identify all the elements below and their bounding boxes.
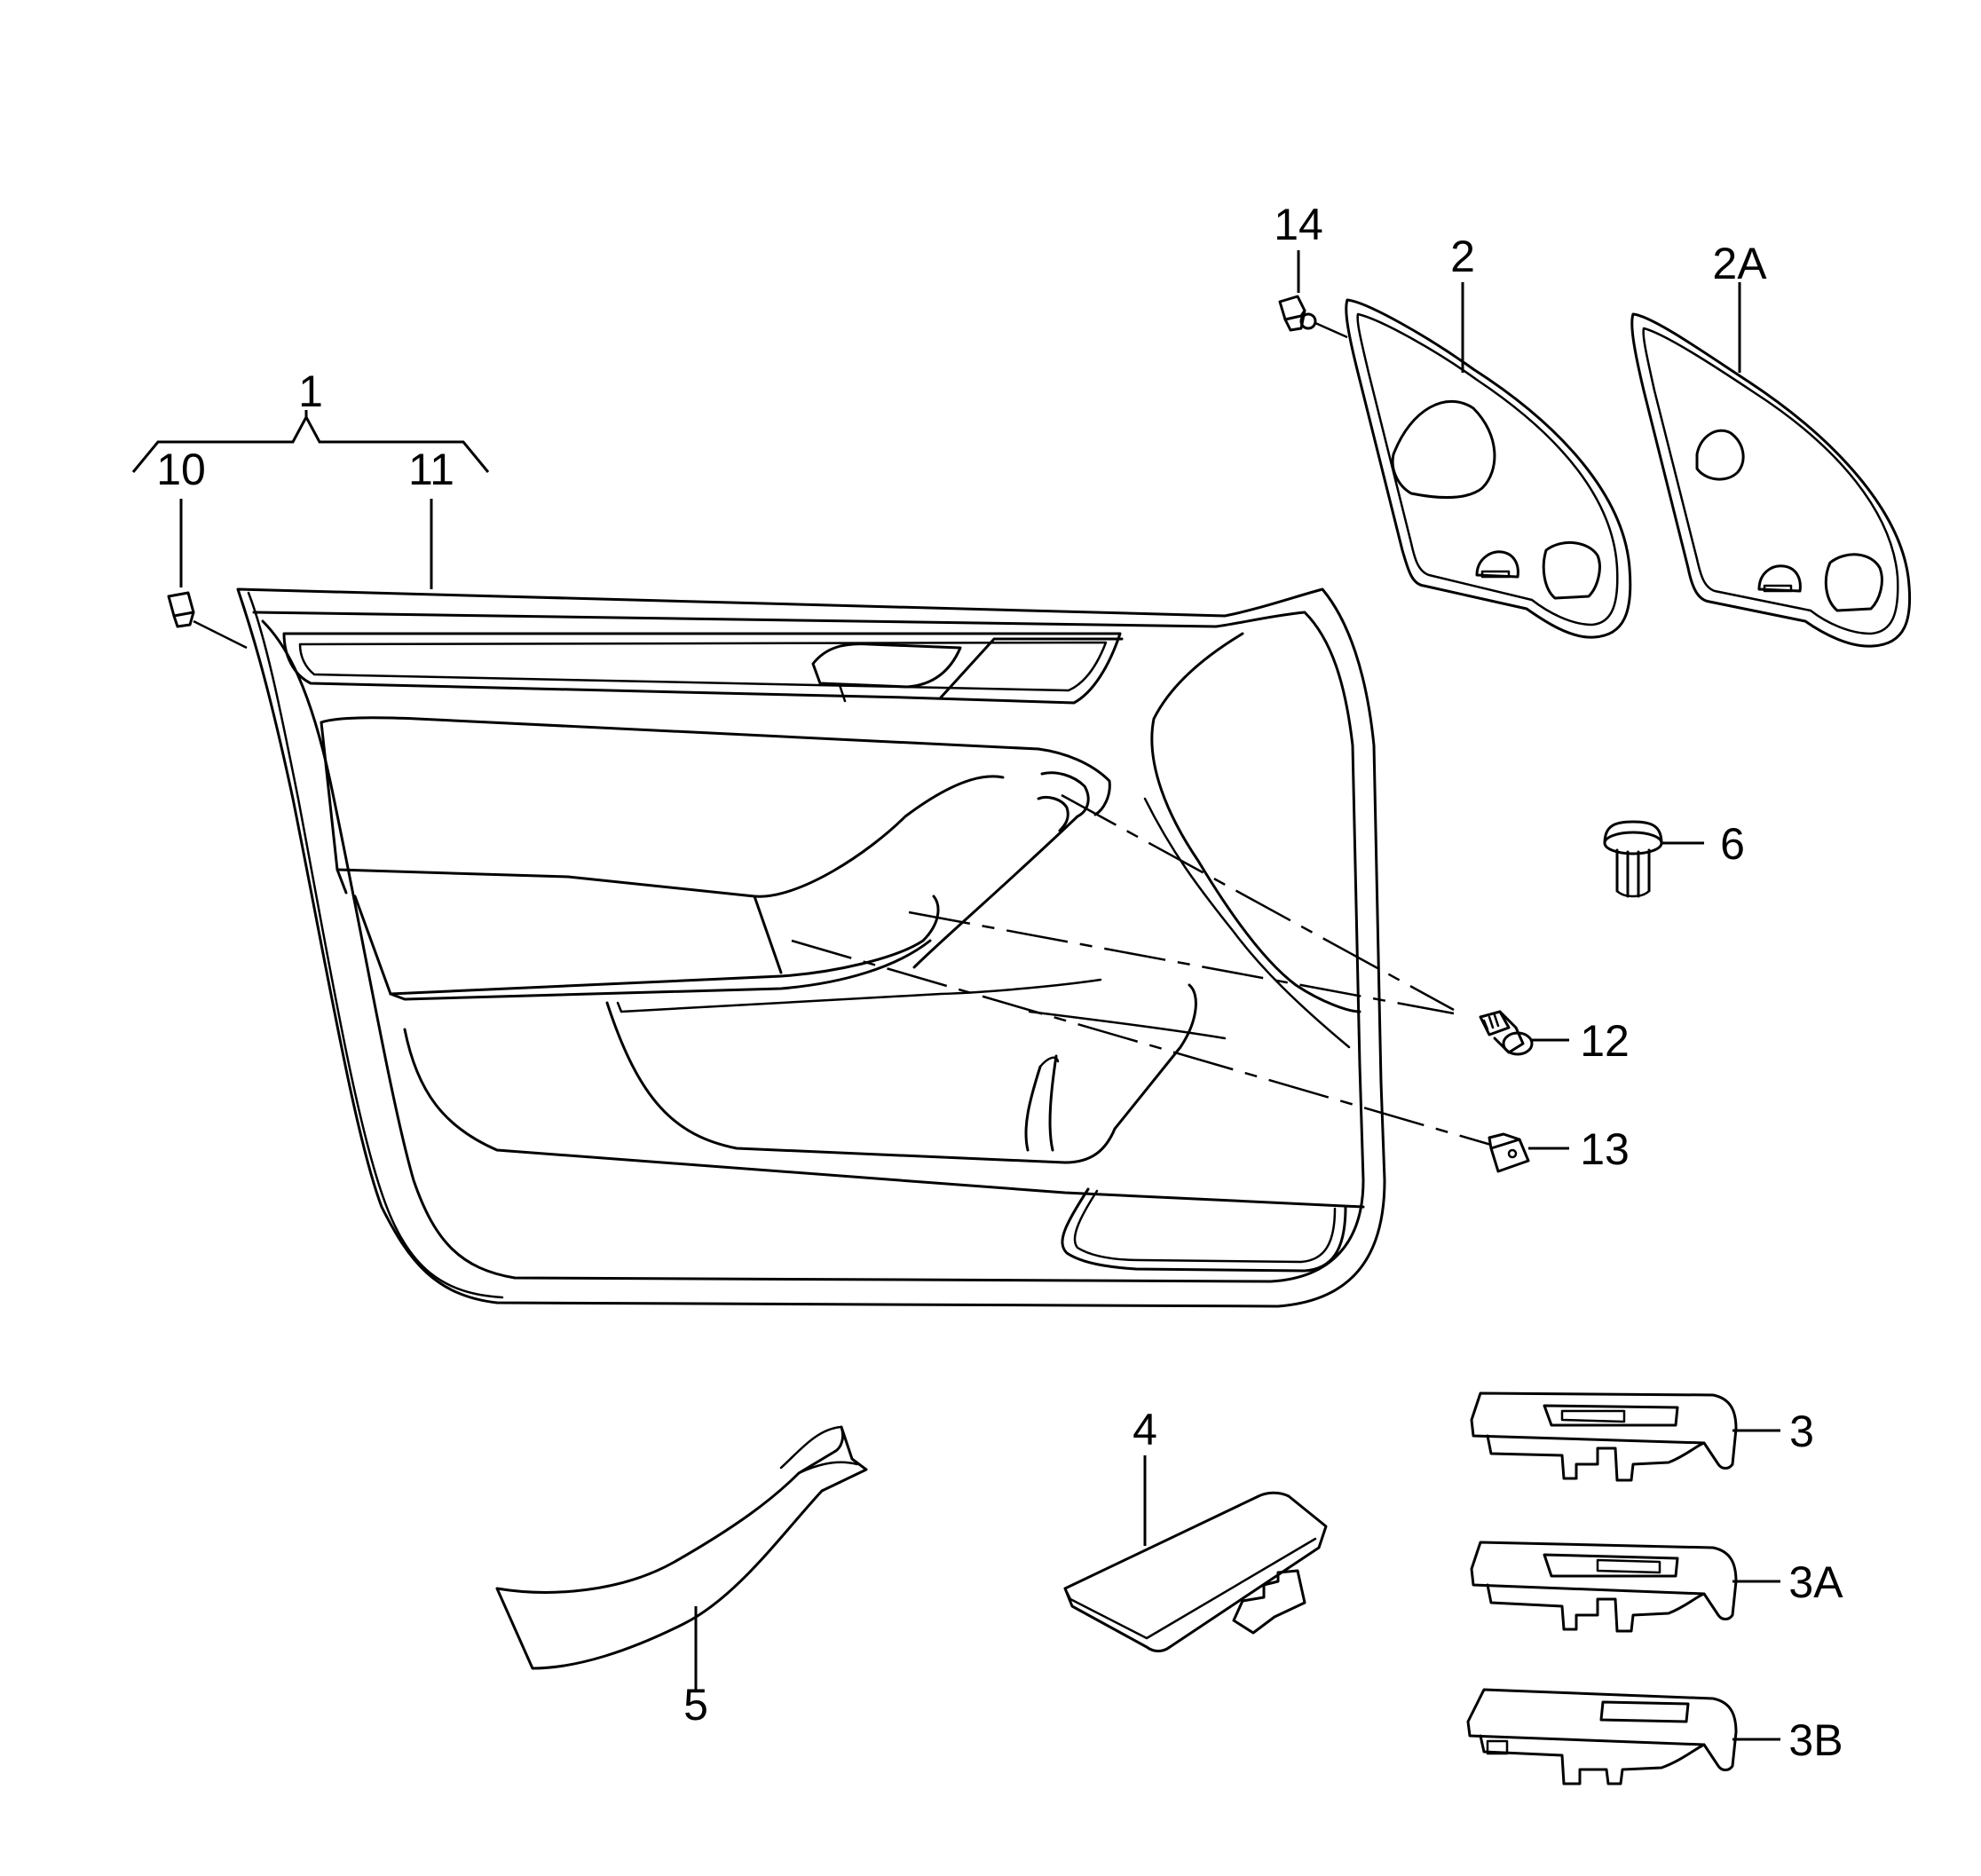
clip-part-14 [1278,250,1348,339]
switch-bezel-part-3a [1470,1541,1780,1633]
door-trim-panel-part-11 [236,499,1386,1308]
callout-10: 10 [156,445,206,494]
clip-nut-part-13 [1488,1132,1569,1173]
switch-bezel-part-3 [1470,1391,1780,1482]
callout-2a: 2A [1712,239,1767,288]
callout-13: 13 [1580,1124,1630,1174]
callout-3a: 3A [1788,1557,1843,1607]
storage-tray-part-4 [1063,1455,1328,1652]
mirror-trim-part-2 [1345,282,1632,639]
callout-4: 4 [1133,1405,1157,1454]
callout-14: 14 [1274,200,1323,249]
callout-12: 12 [1580,1016,1630,1066]
callout-3: 3 [1789,1407,1814,1456]
callout-3b: 3B [1788,1715,1843,1765]
callout-1: 1 [298,367,323,416]
mirror-trim-part-2a [1630,282,1912,648]
callout-2: 2 [1450,232,1475,281]
clip-part-10 [167,499,248,650]
callout-5: 5 [683,1680,708,1730]
switch-bezel-part-3b [1466,1688,1780,1785]
callout-labels: 1 10 11 14 2 2A 6 12 13 3 3A 3B 4 5 [156,200,1843,1765]
fastener-leaders [791,793,1492,1147]
trim-strip-part-5 [495,1425,868,1690]
callout-6: 6 [1720,819,1745,869]
assembly-bracket-1 [131,410,490,473]
grommet-part-6 [1603,820,1704,898]
callout-11: 11 [408,445,454,494]
bolt-part-12 [1479,1010,1569,1056]
